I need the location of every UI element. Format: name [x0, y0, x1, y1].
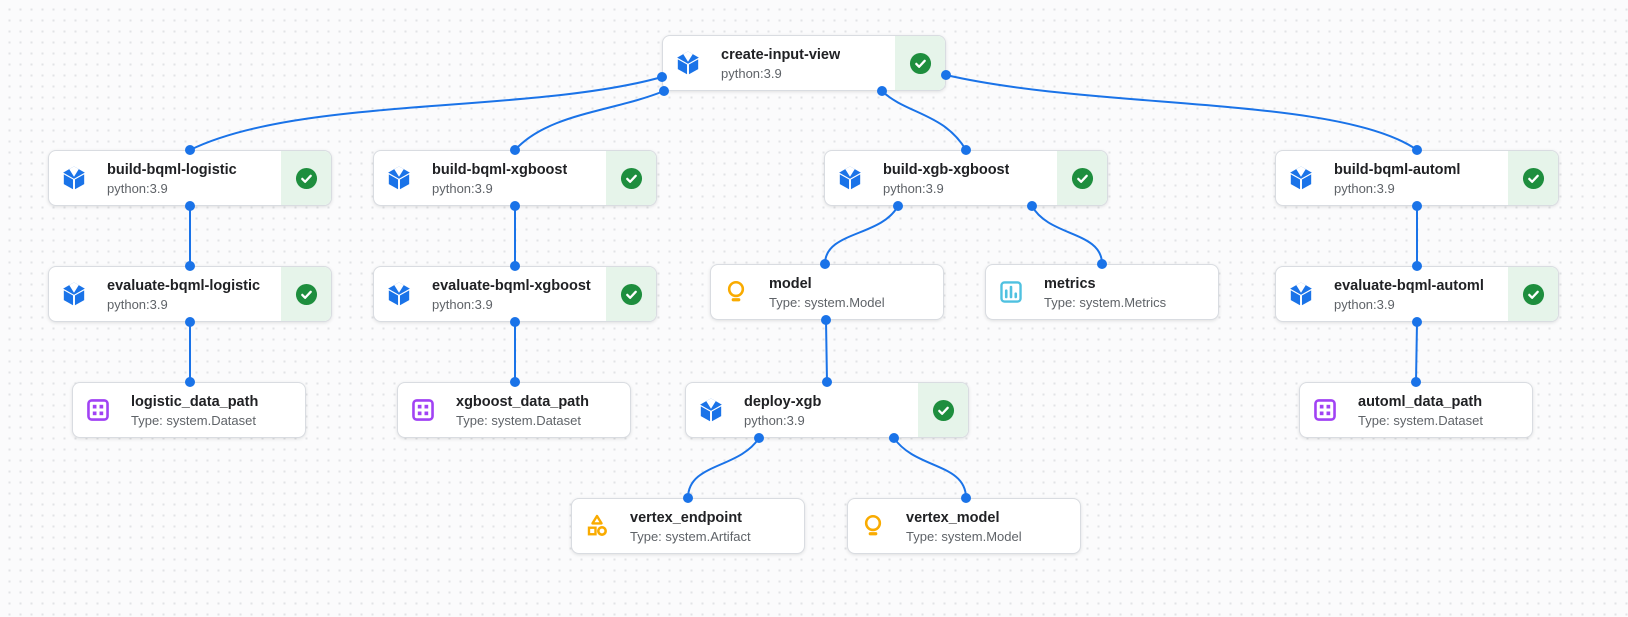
- check-icon: [1522, 283, 1545, 306]
- node-subtitle: python:3.9: [883, 180, 944, 196]
- node-subtitle: python:3.9: [432, 180, 493, 196]
- dataset-icon: [1312, 397, 1338, 423]
- node-text: build-bqml-logistic python:3.9: [107, 160, 237, 197]
- status-success-badge: [281, 151, 331, 205]
- node-title: evaluate-bqml-logistic: [107, 277, 261, 294]
- node-text: build-xgb-xgboost python:3.9: [883, 160, 1009, 197]
- status-success-badge: [606, 151, 656, 205]
- node-title: evaluate-bqml-xgboost: [432, 277, 591, 294]
- node-text: evaluate-bqml-logistic python:3.9: [107, 276, 260, 313]
- pipeline-node-deploy-xgb[interactable]: deploy-xgb python:3.9: [685, 382, 969, 438]
- check-icon: [1522, 167, 1545, 190]
- cube-icon: [386, 281, 412, 307]
- status-success-badge: [606, 267, 656, 321]
- node-text: create-input-view python:3.9: [721, 45, 840, 82]
- node-title: evaluate-bqml-automl: [1334, 277, 1484, 294]
- cube-icon: [698, 397, 724, 423]
- node-title: build-xgb-xgboost: [883, 161, 1010, 178]
- node-text: metrics Type: system.Metrics: [1044, 274, 1166, 311]
- node-title: build-bqml-xgboost: [432, 161, 568, 178]
- node-subtitle: python:3.9: [721, 65, 782, 81]
- pipeline-node-create-input-view[interactable]: create-input-view python:3.9: [662, 35, 946, 91]
- pipeline-node-build-bqml-automl[interactable]: build-bqml-automl python:3.9: [1275, 150, 1559, 206]
- check-icon: [909, 52, 932, 75]
- lightbulb-icon: [723, 279, 749, 305]
- check-icon: [295, 167, 318, 190]
- pipeline-node-build-bqml-xgboost[interactable]: build-bqml-xgboost python:3.9: [373, 150, 657, 206]
- pipeline-node-vertex_endpoint[interactable]: vertex_endpoint Type: system.Artifact: [571, 498, 805, 554]
- cube-icon: [1288, 281, 1314, 307]
- node-text: model Type: system.Model: [769, 274, 885, 311]
- check-icon: [620, 167, 643, 190]
- node-subtitle: Type: system.Artifact: [630, 528, 751, 544]
- node-text: vertex_model Type: system.Model: [906, 508, 1022, 545]
- status-success-badge: [918, 383, 968, 437]
- check-icon: [620, 283, 643, 306]
- status-success-badge: [1508, 151, 1558, 205]
- node-subtitle: Type: system.Dataset: [131, 412, 256, 428]
- check-icon: [295, 283, 318, 306]
- node-title: logistic_data_path: [131, 393, 259, 410]
- pipeline-node-evaluate-bqml-automl[interactable]: evaluate-bqml-automl python:3.9: [1275, 266, 1559, 322]
- node-title: vertex_model: [906, 509, 1000, 526]
- node-title: automl_data_path: [1358, 393, 1483, 410]
- pipeline-node-build-xgb-xgboost[interactable]: build-xgb-xgboost python:3.9: [824, 150, 1108, 206]
- pipeline-node-evaluate-bqml-xgboost[interactable]: evaluate-bqml-xgboost python:3.9: [373, 266, 657, 322]
- node-text: xgboost_data_path Type: system.Dataset: [456, 392, 589, 429]
- check-icon: [1071, 167, 1094, 190]
- node-title: build-bqml-logistic: [107, 161, 237, 178]
- node-subtitle: Type: system.Model: [906, 528, 1022, 544]
- node-subtitle: Type: system.Metrics: [1044, 294, 1167, 310]
- node-title: xgboost_data_path: [456, 393, 589, 410]
- node-subtitle: python:3.9: [432, 296, 493, 312]
- status-success-badge: [1508, 267, 1558, 321]
- check-icon: [932, 399, 955, 422]
- pipeline-node-model[interactable]: model Type: system.Model: [710, 264, 944, 320]
- cube-icon: [386, 165, 412, 191]
- node-text: evaluate-bqml-xgboost python:3.9: [432, 276, 591, 313]
- cube-icon: [675, 50, 701, 76]
- node-title: model: [769, 275, 812, 292]
- node-subtitle: Type: system.Dataset: [456, 412, 581, 428]
- node-text: automl_data_path Type: system.Dataset: [1358, 392, 1483, 429]
- node-subtitle: python:3.9: [1334, 296, 1395, 312]
- dataset-icon: [85, 397, 111, 423]
- node-title: metrics: [1044, 275, 1096, 292]
- pipeline-node-metrics[interactable]: metrics Type: system.Metrics: [985, 264, 1219, 320]
- metrics-icon: [998, 279, 1024, 305]
- pipeline-node-vertex_model[interactable]: vertex_model Type: system.Model: [847, 498, 1081, 554]
- node-text: evaluate-bqml-automl python:3.9: [1334, 276, 1484, 313]
- node-subtitle: python:3.9: [107, 180, 168, 196]
- node-text: logistic_data_path Type: system.Dataset: [131, 392, 258, 429]
- cube-icon: [61, 165, 87, 191]
- cube-icon: [61, 281, 87, 307]
- node-subtitle: Type: system.Dataset: [1358, 412, 1483, 428]
- node-text: build-bqml-xgboost python:3.9: [432, 160, 567, 197]
- node-text: deploy-xgb python:3.9: [744, 392, 821, 429]
- pipeline-node-evaluate-bqml-logistic[interactable]: evaluate-bqml-logistic python:3.9: [48, 266, 332, 322]
- lightbulb-icon: [860, 513, 886, 539]
- status-success-badge: [895, 36, 945, 90]
- pipeline-node-automl_data_path[interactable]: automl_data_path Type: system.Dataset: [1299, 382, 1533, 438]
- node-title: deploy-xgb: [744, 393, 822, 410]
- node-subtitle: python:3.9: [107, 296, 168, 312]
- pipeline-node-build-bqml-logistic[interactable]: build-bqml-logistic python:3.9: [48, 150, 332, 206]
- node-title: build-bqml-automl: [1334, 161, 1461, 178]
- node-subtitle: python:3.9: [744, 412, 805, 428]
- node-title: vertex_endpoint: [630, 509, 742, 526]
- node-text: build-bqml-automl python:3.9: [1334, 160, 1460, 197]
- node-subtitle: Type: system.Model: [769, 294, 885, 310]
- node-text: vertex_endpoint Type: system.Artifact: [630, 508, 751, 545]
- node-title: create-input-view: [721, 46, 841, 63]
- dataset-icon: [410, 397, 436, 423]
- artifact-icon: [584, 513, 610, 539]
- cube-icon: [1288, 165, 1314, 191]
- cube-icon: [837, 165, 863, 191]
- pipeline-node-logistic_data_path[interactable]: logistic_data_path Type: system.Dataset: [72, 382, 306, 438]
- status-success-badge: [1057, 151, 1107, 205]
- pipeline-node-xgboost_data_path[interactable]: xgboost_data_path Type: system.Dataset: [397, 382, 631, 438]
- node-subtitle: python:3.9: [1334, 180, 1395, 196]
- status-success-badge: [281, 267, 331, 321]
